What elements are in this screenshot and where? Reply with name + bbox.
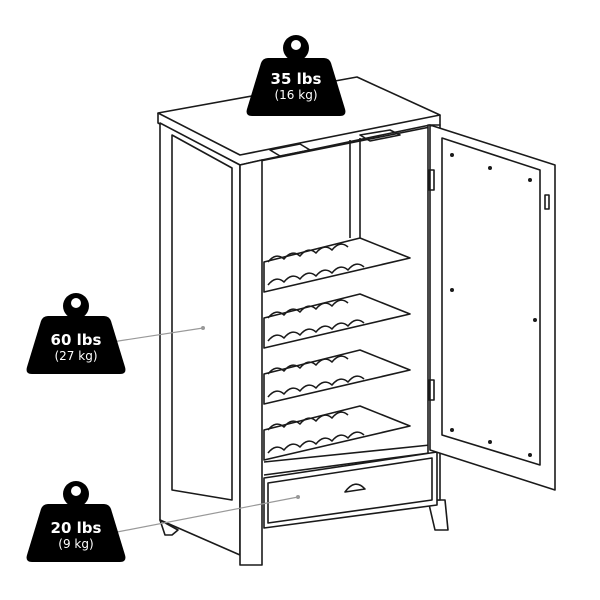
drawer-weight-lbs: 20 lbs (50, 519, 102, 537)
drawer-weight-label: 20 lbs (9 kg) (26, 519, 126, 552)
top-weight-icon (246, 35, 346, 116)
drawer-handle (344, 483, 366, 493)
top-weight-kg: (16 kg) (274, 88, 318, 102)
top-weight-label: 35 lbs (16 kg) (246, 70, 346, 103)
wine-racks (263, 237, 411, 461)
drawer-weight-kg: (9 kg) (58, 537, 94, 551)
cabinet-weight-label: 60 lbs (27 kg) (26, 331, 126, 364)
cabinet-weight-lbs: 60 lbs (50, 331, 102, 349)
cabinet-leader-line (111, 327, 204, 343)
cabinet-door (429, 124, 556, 491)
cabinet-weight-icon (26, 293, 126, 374)
drawer-weight-icon (26, 481, 126, 562)
cabinet-weight-kg: (27 kg) (54, 349, 98, 363)
drawer-leader-line (111, 496, 299, 534)
top-weight-lbs: 35 lbs (270, 70, 322, 88)
